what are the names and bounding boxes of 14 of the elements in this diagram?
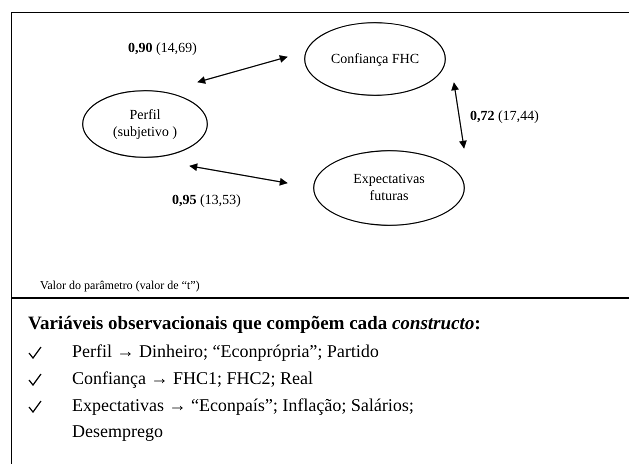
edge-label: 0,90 (14,69): [128, 40, 197, 58]
ellipse-node: Expectativas futuras: [313, 150, 465, 226]
section-heading: Variáveis observacionais que compõem cada constructo:: [28, 312, 481, 336]
list-item: Confiança → FHC1; FHC2; Real: [72, 367, 314, 390]
edge-label: 0,72 (17,44): [470, 108, 539, 126]
ellipse-node: Confiança FHC: [304, 22, 446, 96]
edge-label: 0,95 (13,53): [172, 192, 241, 210]
list-item: Perfil → Dinheiro; “Econprópria”; Partido: [72, 340, 380, 363]
note-text: Valor do parâmetro (valor de “t”): [40, 277, 200, 294]
double-arrow: [197, 55, 288, 84]
double-arrow: [451, 82, 467, 149]
ellipse-node: Perfil (subjetivo ): [82, 90, 208, 158]
double-arrow: [189, 163, 288, 186]
list-item: Expectativas → “Econpaís”; Inflação; Salários; Desemprego: [72, 394, 415, 443]
